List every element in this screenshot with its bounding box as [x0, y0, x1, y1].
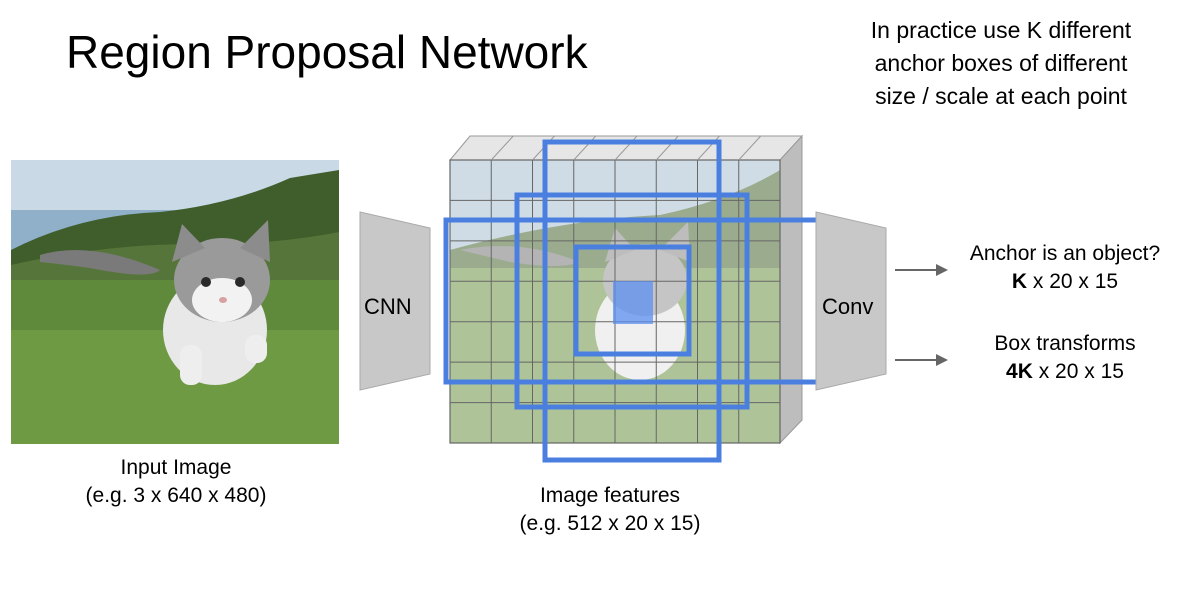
output-objectness-dims: x 20 x 15 [1027, 270, 1118, 293]
conv-label: Conv [822, 294, 873, 320]
features-caption: Image features (e.g. 512 x 20 x 15) [480, 482, 740, 538]
anchor-center-fill [613, 281, 653, 324]
anchor-note-line: In practice use K different [836, 14, 1166, 47]
features-label: Image features [480, 482, 740, 510]
output-objectness-k: K [1012, 270, 1027, 293]
output-objectness: Anchor is an object? K x 20 x 15 [940, 240, 1188, 296]
anchor-note-line: anchor boxes of different [836, 47, 1166, 80]
input-image [11, 160, 339, 444]
input-image-shape: (e.g. 3 x 640 x 480) [46, 482, 306, 510]
output-box-transforms-label: Box transforms [940, 330, 1188, 358]
output-objectness-shape: K x 20 x 15 [940, 268, 1188, 296]
output-box-transforms-dims: x 20 x 15 [1033, 360, 1124, 383]
output-box-transforms: Box transforms 4K x 20 x 15 [940, 330, 1188, 386]
features-shape: (e.g. 512 x 20 x 15) [480, 510, 740, 538]
output-box-transforms-4k: 4K [1006, 360, 1033, 383]
input-image-caption: Input Image (e.g. 3 x 640 x 480) [46, 454, 306, 510]
slide-title: Region Proposal Network [66, 22, 588, 82]
input-image-label: Input Image [46, 454, 306, 482]
output-box-transforms-shape: 4K x 20 x 15 [940, 358, 1188, 386]
anchor-note: In practice use K different anchor boxes… [836, 14, 1166, 113]
anchor-note-line: size / scale at each point [836, 80, 1166, 113]
cnn-label: CNN [364, 294, 412, 320]
output-objectness-label: Anchor is an object? [940, 240, 1188, 268]
